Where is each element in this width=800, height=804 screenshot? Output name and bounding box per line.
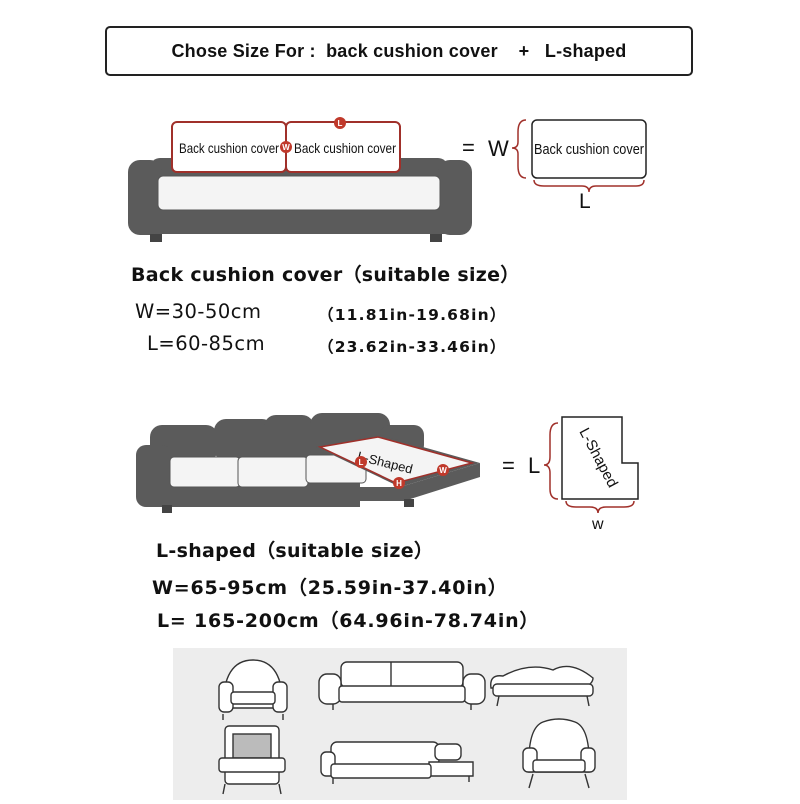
- l-marker-chaise-icon: [355, 456, 367, 468]
- back-cushion-w-imperial: （11.81in-19.68in）: [318, 306, 507, 324]
- header-text: Chose Size For : back cushion cover + L-…: [171, 40, 627, 61]
- cushion-label-right: Back cushion cover: [294, 140, 396, 156]
- applicable-furniture-gallery: [173, 648, 627, 800]
- armchair-icon: [218, 725, 286, 795]
- l-marker-chaise-text: L: [359, 458, 364, 467]
- sectional-sofa-icon: [320, 741, 474, 784]
- dim-l-label: L: [579, 190, 591, 213]
- back-cushion-l-imperial: （23.62in-33.46in）: [318, 338, 507, 356]
- l-shaped-w-spec: W=65-95cm（25.59in-37.40in）: [152, 577, 508, 599]
- l-shaped-dimension-box: [561, 416, 639, 500]
- cushion-label-left: Back cushion cover: [179, 140, 279, 156]
- chaise-longue-icon: [490, 665, 594, 707]
- dim-w-label: W: [488, 136, 509, 161]
- cushion-dimension-box: [531, 119, 647, 179]
- width-brace-l-icon: [565, 500, 635, 514]
- l-shaped-l-spec: L= 165-200cm（64.96in-78.74in）: [157, 610, 540, 632]
- width-brace-icon: [511, 119, 527, 179]
- back-cushion-title: Back cushion cover（suitable size）: [131, 264, 520, 286]
- back-cushion-l-metric: L=60-85cm: [147, 332, 266, 355]
- back-cushion-w-metric: W=30-50cm: [135, 300, 262, 323]
- w-marker-chaise-text: W: [439, 466, 447, 475]
- dim-w-label-l: w: [591, 516, 604, 533]
- back-cushion-illustration: Back cushion cover Back cushion cover W …: [128, 117, 647, 242]
- h-marker-chaise-text: H: [396, 479, 402, 488]
- sectional-sofa-illustration: [136, 413, 480, 513]
- equals-sign-l: =: [502, 453, 515, 478]
- w-marker-chaise-icon: [437, 464, 449, 476]
- length-brace-l-icon: [543, 422, 559, 500]
- furniture-icons: [218, 659, 596, 795]
- length-brace-icon: [533, 179, 645, 193]
- w-marker-text: W: [282, 143, 290, 152]
- h-marker-chaise-icon: [393, 477, 405, 489]
- l-shaped-illustration: L-Shaped L W H = L L-Shaped w: [136, 413, 639, 533]
- l-marker-text: L: [338, 119, 343, 128]
- l-shaped-title: L-shaped（suitable size）: [156, 540, 434, 562]
- tub-chair-icon: [218, 659, 288, 720]
- wingback-chair-icon: [522, 718, 596, 789]
- size-selection-header: Chose Size For : back cushion cover + L-…: [105, 26, 693, 76]
- equals-sign: =: [462, 135, 475, 160]
- dimension-box-label: Back cushion cover: [534, 141, 644, 158]
- three-seat-sofa-icon: [318, 661, 486, 710]
- dim-l-label-l: L: [528, 453, 540, 478]
- w-marker-icon: [280, 141, 292, 153]
- l-marker-icon: [334, 117, 346, 129]
